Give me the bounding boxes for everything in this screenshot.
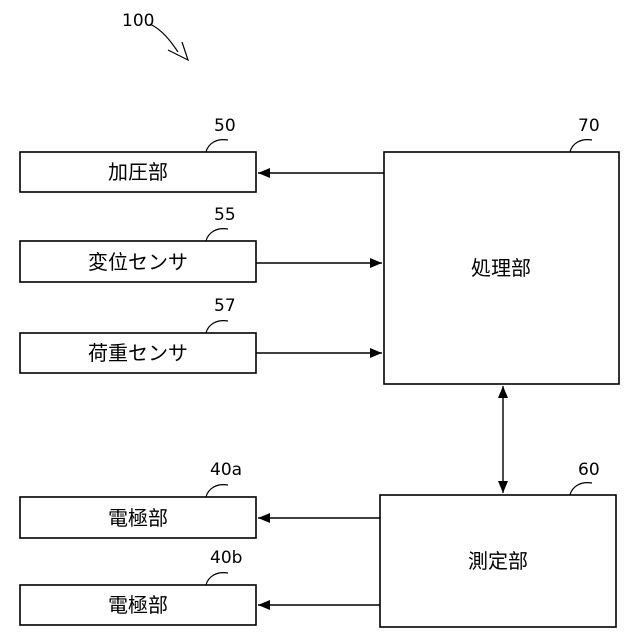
electrode-b-ref: 40b [210,548,242,568]
electrode-b-label: 電極部 [108,593,168,617]
block-electrode-b: 電極部 40b [20,548,256,625]
block-measuring-unit: 測定部 60 [380,460,616,627]
measuring-unit-label: 測定部 [468,549,528,573]
load-sensor-label: 荷重センサ [88,341,188,365]
figure-ref-label: 100 [122,11,154,31]
processing-unit-label: 処理部 [471,256,531,280]
electrode-a-leader [206,485,228,497]
pressurizing-unit-ref: 50 [214,116,236,136]
block-pressurizing-unit: 加圧部 50 [20,116,256,192]
electrode-a-label: 電極部 [108,506,168,530]
pressurizing-unit-label: 加圧部 [108,160,168,184]
processing-unit-ref: 70 [578,116,600,136]
electrode-b-leader [206,573,228,585]
block-processing-unit: 処理部 70 [384,116,619,384]
block-displacement-sensor: 変位センサ 55 [20,205,256,282]
block-electrode-a: 電極部 40a [20,460,256,538]
displacement-sensor-ref: 55 [214,205,236,225]
electrode-a-ref: 40a [210,460,242,480]
figure-ref-100: 100 [122,11,188,60]
displacement-sensor-leader [206,229,228,241]
measuring-unit-ref: 60 [578,460,600,480]
pressurizing-unit-leader [206,140,228,152]
measuring-unit-leader [570,483,592,495]
displacement-sensor-label: 変位センサ [88,250,188,274]
load-sensor-ref: 57 [214,296,236,316]
processing-unit-leader [570,140,592,152]
load-sensor-leader [206,321,228,333]
block-load-sensor: 荷重センサ 57 [20,296,256,373]
